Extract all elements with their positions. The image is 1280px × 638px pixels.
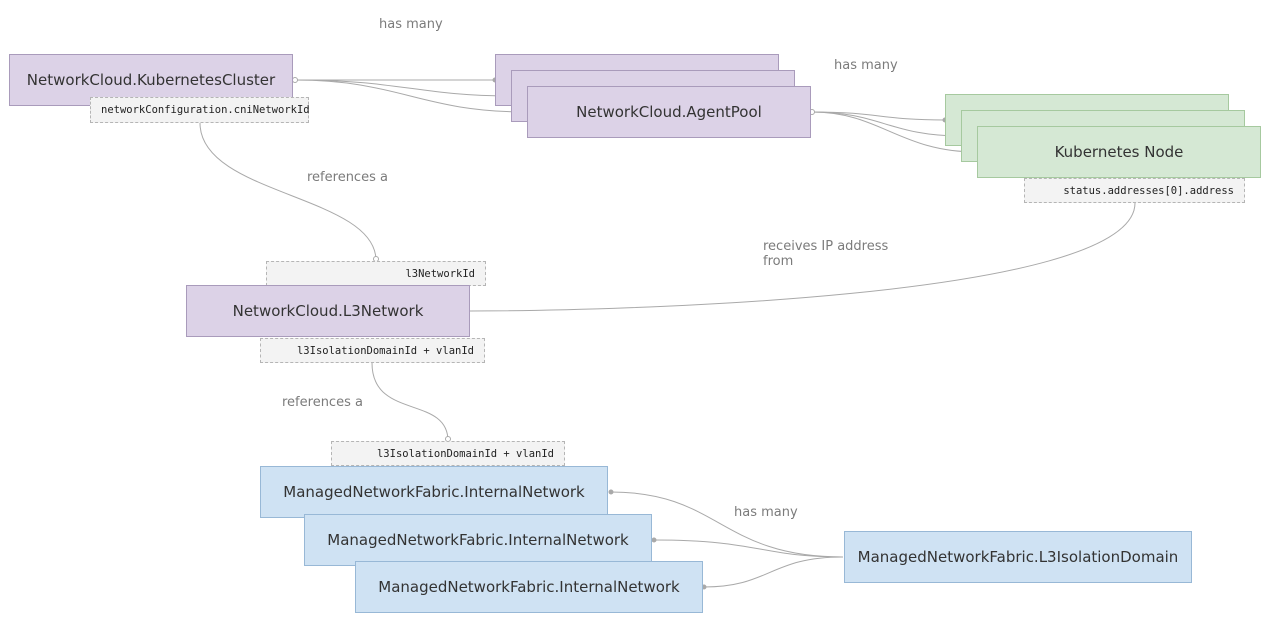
- node-kubernetes-node[interactable]: Kubernetes Node: [977, 126, 1261, 178]
- connector-cluster-to-agent-pool-2: [294, 79, 512, 97]
- label-cluster-references: references a: [307, 170, 388, 185]
- field-l3-isolation-vlan-out: l3IsolationDomainId + vlanId: [260, 338, 485, 363]
- node-kubernetes-cluster-label: NetworkCloud.KubernetesCluster: [26, 71, 276, 89]
- label-domain-has-many: has many: [734, 505, 798, 520]
- connector-agent-pool-to-node-3: [811, 111, 978, 153]
- connector-cni-to-l3-network-id: [199, 122, 377, 261]
- node-internal-network-3-label: ManagedNetworkFabric.InternalNetwork: [378, 578, 680, 596]
- node-internal-network-3[interactable]: ManagedNetworkFabric.InternalNetwork: [355, 561, 703, 613]
- connector-agent-pool-to-node-2: [811, 111, 962, 137]
- node-internal-network-1[interactable]: ManagedNetworkFabric.InternalNetwork: [260, 466, 608, 518]
- node-agent-pool-label: NetworkCloud.AgentPool: [576, 103, 762, 121]
- node-agent-pool[interactable]: NetworkCloud.AgentPool: [527, 86, 811, 138]
- node-internal-network-2-label: ManagedNetworkFabric.InternalNetwork: [327, 531, 629, 549]
- connector-cluster-origin: [292, 77, 298, 83]
- node-l3-network[interactable]: NetworkCloud.L3Network: [186, 285, 470, 337]
- label-cluster-has-many: has many: [379, 17, 443, 32]
- connector-domain-to-internal-network-1: [610, 491, 844, 558]
- connector-node-address-to-l3-network: [469, 202, 1136, 312]
- node-l3-network-label: NetworkCloud.L3Network: [232, 302, 424, 320]
- label-l3-references: references a: [282, 395, 363, 410]
- connector-cluster-to-agent-pool-3: [294, 79, 528, 113]
- connector-vlan-to-internal-network: [371, 362, 449, 442]
- field-l3-isolation-vlan-in: l3IsolationDomainId + vlanId: [331, 441, 565, 466]
- connector-domain-to-internal-network-3: [703, 556, 844, 588]
- connector-domain-to-internal-network-2: [653, 539, 844, 558]
- node-internal-network-1-label: ManagedNetworkFabric.InternalNetwork: [283, 483, 585, 501]
- node-kubernetes-node-label: Kubernetes Node: [1054, 143, 1184, 161]
- field-cni-network-id: networkConfiguration.cniNetworkId: [90, 97, 310, 123]
- node-internal-network-2[interactable]: ManagedNetworkFabric.InternalNetwork: [304, 514, 652, 566]
- node-l3-isolation-domain[interactable]: ManagedNetworkFabric.L3IsolationDomain: [844, 531, 1192, 583]
- field-l3-network-id: l3NetworkId: [266, 261, 486, 286]
- label-agent-pool-has-many: has many: [834, 58, 898, 73]
- field-node-address: status.addresses[0].address: [1024, 178, 1245, 203]
- label-receives-ip: receives IP address from: [763, 239, 889, 269]
- node-l3-isolation-domain-label: ManagedNetworkFabric.L3IsolationDomain: [857, 548, 1179, 566]
